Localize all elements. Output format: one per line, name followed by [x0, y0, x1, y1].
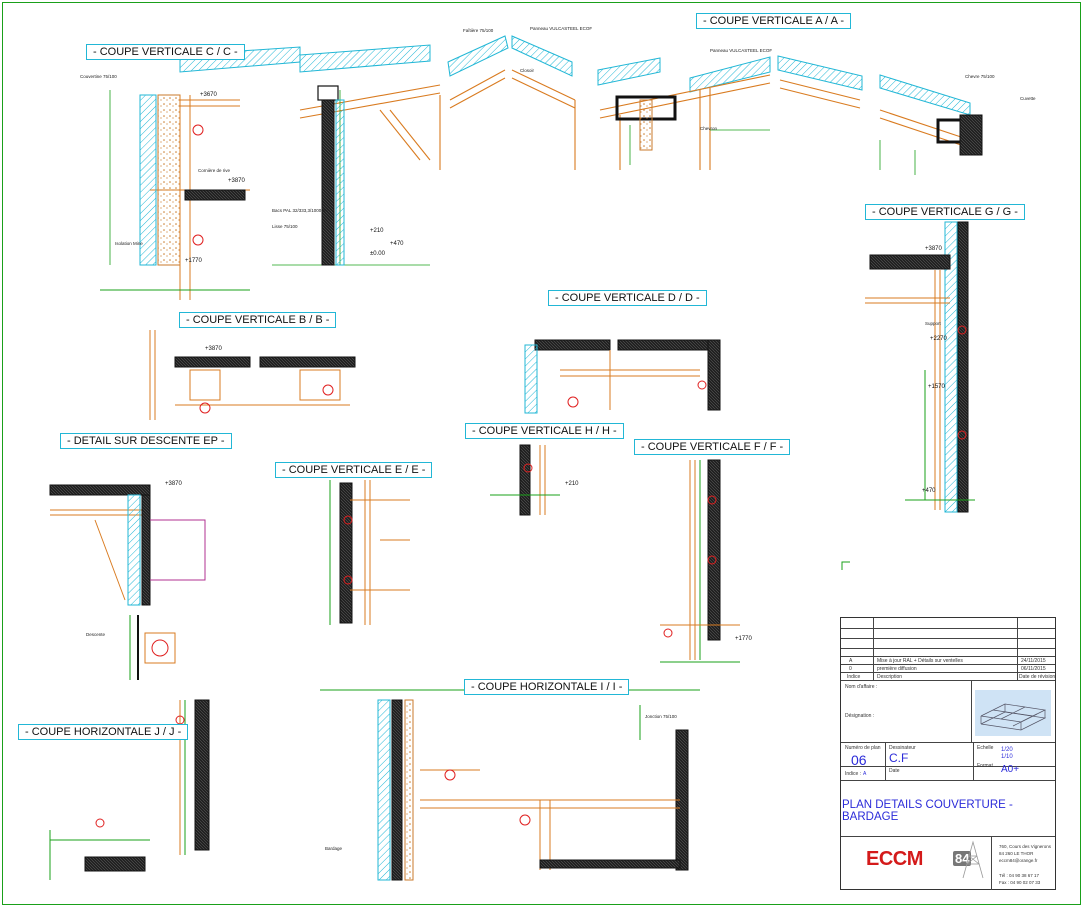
- echelle-1: 1/20: [1001, 747, 1013, 753]
- title-section-aa: - COUPE VERTICALE A / A -: [696, 13, 852, 29]
- section-hh-drawing: [490, 444, 560, 516]
- level-hh: +210: [565, 481, 579, 487]
- label-bac: Bacs PAL 32/333,3/1000 BV: [272, 208, 329, 213]
- title-section-jj: - COUPE HORIZONTALE J / J -: [18, 724, 189, 740]
- pylon-icon: [962, 840, 984, 879]
- label-closoir: Closoir: [520, 68, 535, 73]
- level-ep: +3870: [165, 481, 183, 487]
- rev-0-index: 0: [849, 666, 852, 672]
- structure-3d-thumbnail: [975, 690, 1051, 736]
- designation-label: Désignation :: [845, 713, 875, 719]
- level-470: +470: [390, 241, 404, 247]
- label-chevre: Chevre 75/100: [965, 74, 995, 79]
- plan-number: 06: [851, 752, 867, 768]
- plan-title: PLAN DETAILS COUVERTURE - BARDAGE: [842, 799, 1013, 823]
- section-aa-drawing: [109, 35, 978, 266]
- label-support: Support: [925, 321, 942, 326]
- dessinateur-label: Dessinateur: [889, 745, 916, 751]
- title-section-hh: - COUPE VERTICALE H / H -: [465, 423, 624, 439]
- title-section-gg: - COUPE VERTICALE G / G -: [865, 204, 1025, 220]
- label-jonction: Jonction 75/100: [645, 714, 677, 719]
- section-dd-drawing: [524, 339, 721, 414]
- title-block: A Mise à jour RAL + Détails sur ventelle…: [840, 617, 1056, 890]
- level-zero: ±0.00: [370, 251, 386, 257]
- title-section-bb: - COUPE VERTICALE B / B -: [179, 312, 337, 328]
- level-210: +210: [370, 228, 384, 234]
- level-gg-base: +470: [922, 488, 936, 494]
- company-address: 760, Cours des Vignerons 84 260 LE THOR …: [999, 843, 1051, 886]
- label-descente: Descente: [86, 632, 106, 637]
- company-logo-number: 84: [953, 851, 972, 866]
- col-indice: Indice: [847, 674, 861, 680]
- rev-0-desc: première diffusion: [877, 666, 917, 672]
- level-bb: +3870: [205, 346, 223, 352]
- title-section-ii: - COUPE HORIZONTALE I / I -: [464, 679, 630, 695]
- address-line-2: 84 260 LE THOR: [999, 851, 1034, 856]
- level-cc-low: +1770: [185, 258, 203, 264]
- rev-a-date: 24/11/2015: [1021, 658, 1046, 664]
- section-ee-drawing: [329, 480, 410, 625]
- section-ii-drawing: [320, 689, 700, 881]
- title-section-cc: - COUPE VERTICALE C / C -: [86, 44, 245, 60]
- rev-a-desc: Mise à jour RAL + Détails sur ventelles: [877, 658, 963, 664]
- address-phone: Tél : 04 90 38 67 17: [999, 873, 1040, 878]
- label-panneau: Panneau VULCASTEEL ECOF: [530, 26, 592, 31]
- section-ff-drawing: [660, 459, 740, 663]
- section-cc-drawing: [100, 94, 250, 300]
- level-ff: +1770: [735, 636, 753, 642]
- level-gg-low: +1570: [928, 384, 946, 390]
- section-gg-drawing: [865, 221, 975, 513]
- title-section-ee: - COUPE VERTICALE E / E -: [275, 462, 433, 478]
- col-date: Date de révision: [1019, 674, 1056, 680]
- label-isolation: Isolation Mine: [115, 241, 143, 246]
- date-label: Date: [889, 768, 900, 774]
- label-faitiere: Faîtière 75/100: [463, 28, 494, 33]
- address-line-1: 760, Cours des Vignerons: [999, 844, 1051, 849]
- level-cc-top: +3670: [200, 92, 218, 98]
- label-cornier: Cornière de rive: [198, 168, 231, 173]
- level-gg-top: +3870: [925, 246, 943, 252]
- address-fax: Fax : 04 90 02 07 33: [999, 880, 1041, 885]
- rev-a-index: A: [849, 658, 853, 664]
- section-jj-drawing: [49, 699, 210, 880]
- section-aa-wall: [321, 99, 983, 266]
- dessinateur-value: C.F: [889, 751, 909, 765]
- label-cuvette: Cuvette: [1020, 96, 1036, 101]
- label-chevron: Chevron: [700, 126, 718, 131]
- company-logo: ECCM: [866, 848, 923, 870]
- rev-0-date: 06/11/2015: [1021, 666, 1046, 672]
- title-section-ep: - DETAIL SUR DESCENTE EP -: [60, 433, 232, 449]
- nom-affaire-label: Nom d'affaire :: [845, 684, 878, 690]
- indice-value: A: [863, 771, 867, 777]
- section-ep-drawing: [49, 484, 206, 680]
- echelle-2: 1/10: [1001, 754, 1013, 760]
- label-panneau-2: Panneau VULCASTEEL ECOF: [710, 48, 772, 53]
- col-description: Description: [877, 674, 903, 680]
- title-section-dd: - COUPE VERTICALE D / D -: [548, 290, 707, 306]
- section-bb-drawing: [149, 330, 356, 420]
- format-label: Format: [977, 763, 993, 769]
- label-couvertine: Couvertine 75/100: [80, 74, 117, 79]
- level-cc-mid: +3870: [228, 178, 246, 184]
- numero-label: Numéro de plan: [845, 745, 881, 751]
- title-section-ff: - COUPE VERTICALE F / F -: [634, 439, 791, 455]
- label-lisse: Lisse 75/100: [272, 224, 298, 229]
- echelle-label: Echelle: [977, 745, 994, 751]
- label-bardage: Bardage: [325, 846, 343, 851]
- format-value: A0+: [1001, 764, 1020, 775]
- indice-label: Indice :: [845, 771, 862, 777]
- level-gg-mid: +2270: [930, 336, 948, 342]
- address-email: eccm84@orange.fr: [999, 858, 1038, 863]
